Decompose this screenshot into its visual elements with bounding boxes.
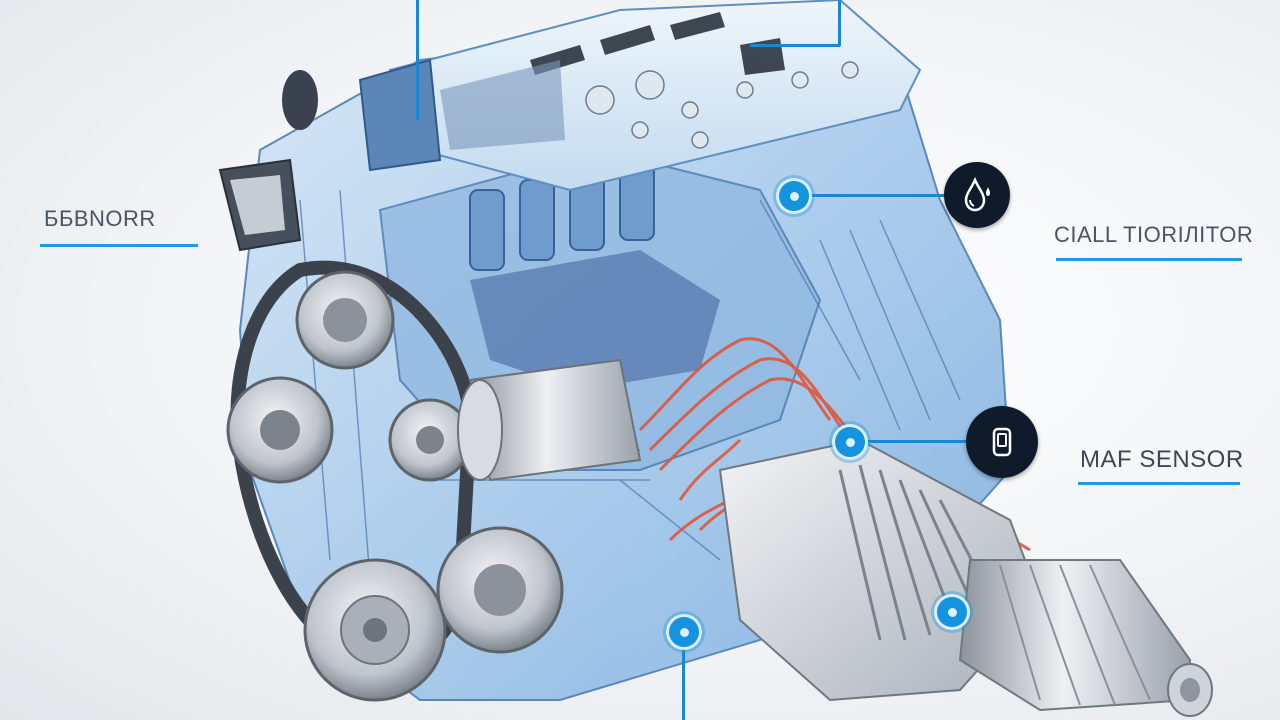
callout-dot-bottom[interactable] — [666, 614, 702, 650]
callout-dot-transmission[interactable] — [934, 594, 970, 630]
callout-dot-water[interactable] — [776, 178, 812, 214]
right-top-label-underline — [1056, 258, 1242, 261]
right-bottom-label: MAF SENSOR — [1080, 446, 1244, 473]
left-label-underline — [40, 244, 198, 247]
transmission — [718, 438, 1213, 717]
callout-line-top-right-horizontal — [750, 44, 840, 47]
callout-line-maf — [862, 440, 966, 443]
callout-dot-maf[interactable] — [832, 424, 868, 460]
intake-manifold — [218, 58, 442, 252]
callout-line-bottom — [682, 646, 685, 720]
valve-cover — [388, 0, 922, 192]
right-top-label: CIALL TIORIЛITOR — [1054, 222, 1254, 247]
belt-drive — [226, 260, 564, 702]
water-drop-icon — [964, 176, 990, 212]
right-bottom-label-underline — [1078, 482, 1240, 485]
alternator — [457, 358, 642, 482]
callout-line-water — [806, 194, 946, 197]
sensor-badge[interactable] — [966, 406, 1038, 478]
sensor-icon — [992, 427, 1012, 457]
left-label: ББBNORR — [44, 206, 156, 231]
callout-line-top-left-vertical — [416, 0, 419, 120]
callout-line-top-right-vertical — [838, 0, 841, 46]
water-drop-badge[interactable] — [944, 162, 1010, 228]
